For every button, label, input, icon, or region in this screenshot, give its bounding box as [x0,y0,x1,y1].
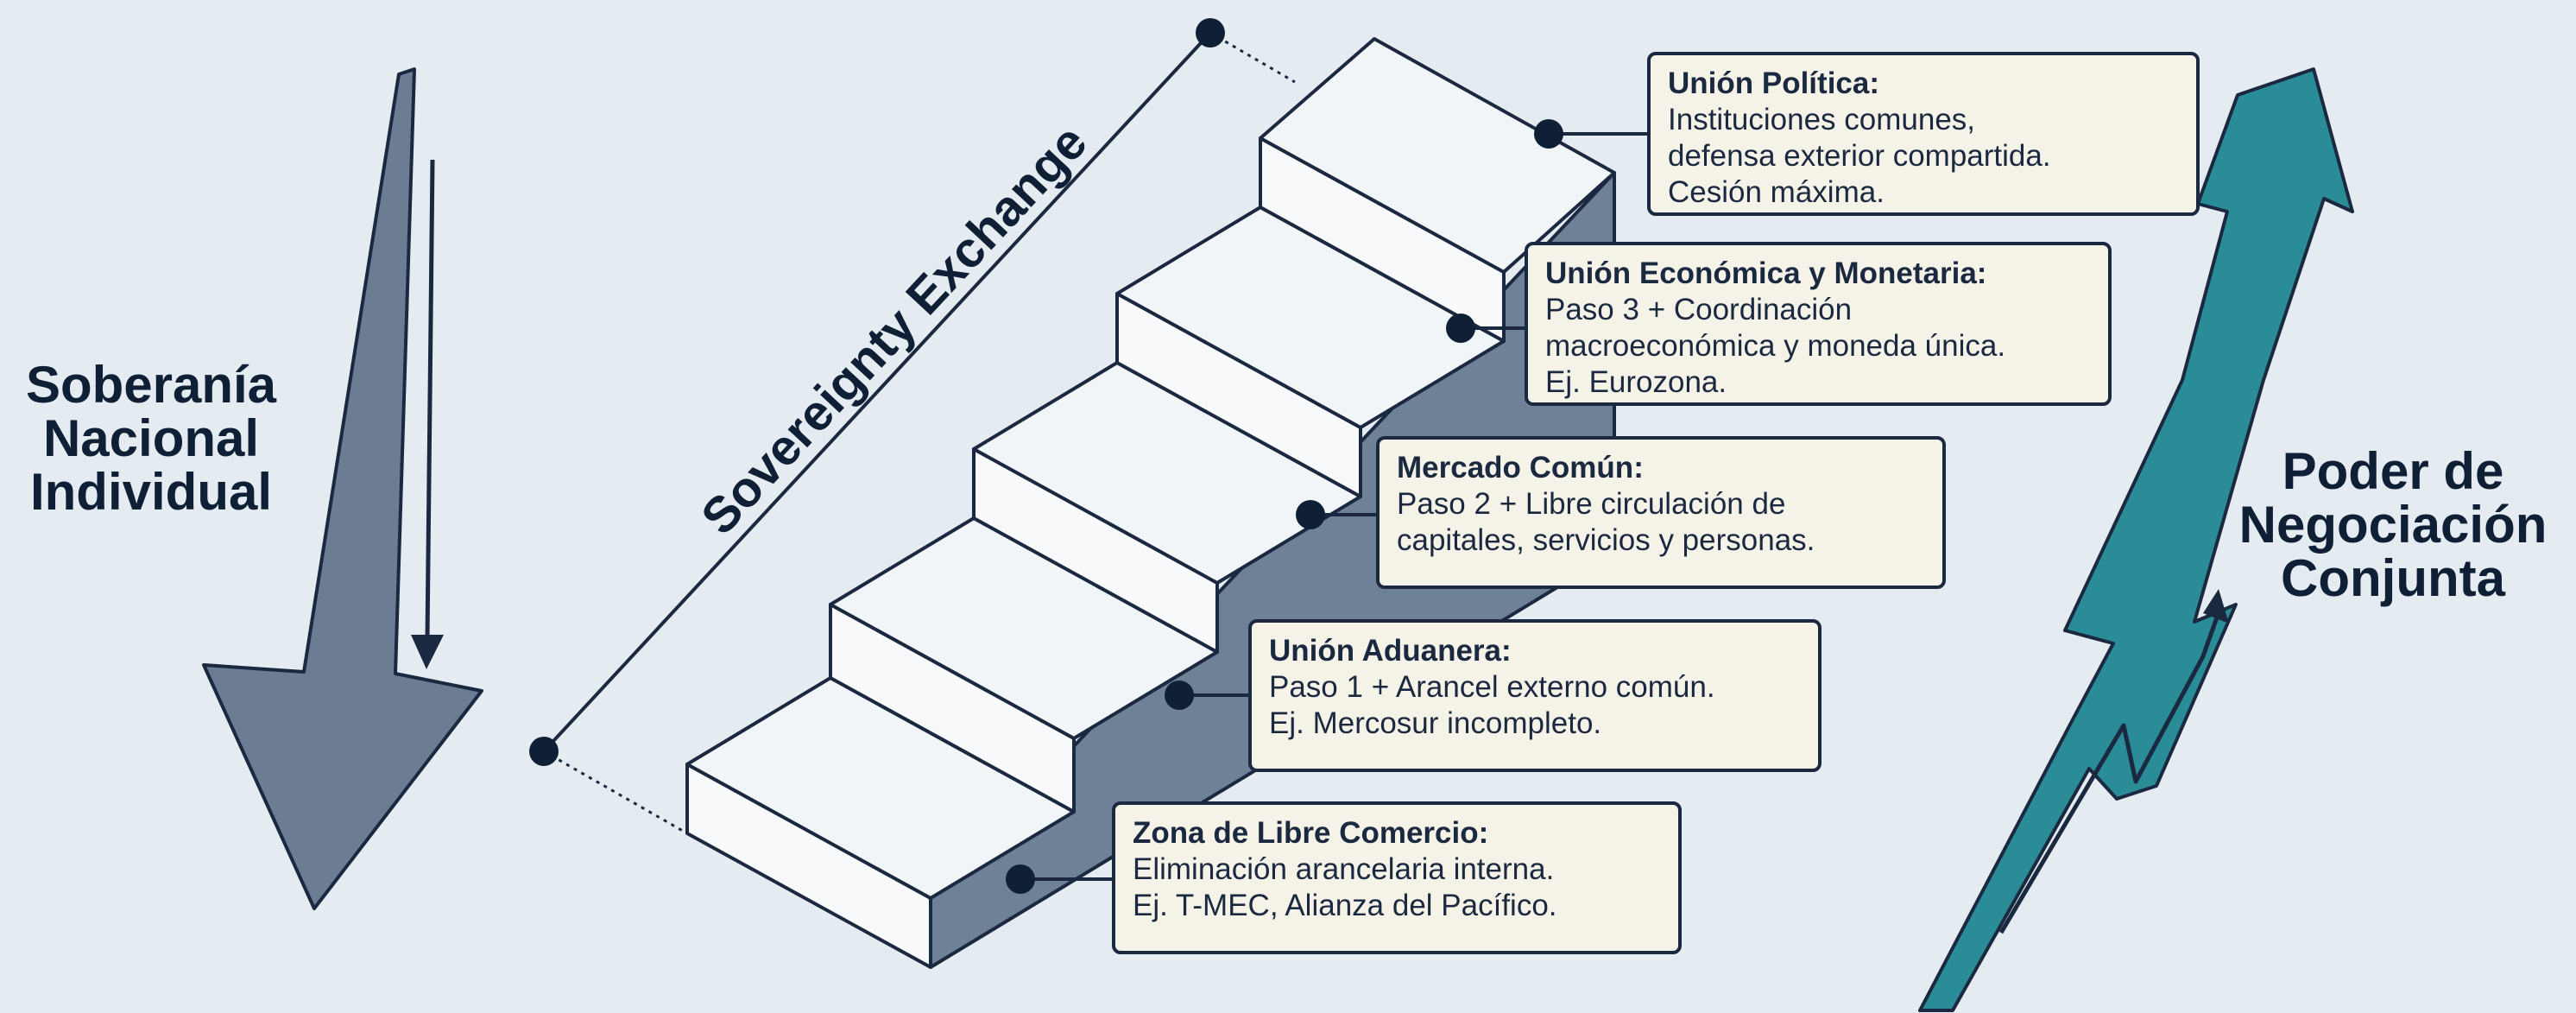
connector-1 [1006,864,1112,894]
stage-description-line: Eliminación arancelaria interna. [1133,852,1555,886]
stage-description-line: Cesión máxima. [1668,175,1885,209]
stage-description-line: Paso 3 + Coordinación [1545,293,1853,326]
connector-2 [1165,681,1248,710]
stage-description-line: defensa exterior compartida. [1668,139,2051,173]
joint-bargaining-power-label: Poder de Negociación Conjunta [2210,445,2576,605]
exchange-end-dot-bottom [529,737,559,766]
stage-description-line: Ej. Mercosur incompleto. [1269,706,1602,740]
stage-box-customs-union: Unión Aduanera: Paso 1 + Arancel externo… [1248,619,1822,772]
national-sovereignty-line-1: Soberanía [25,356,277,414]
right-up-arrow [1918,67,2354,1012]
joint-bargaining-line-1: Poder de [2282,442,2504,500]
step-1 [685,676,1076,969]
stage-title: Mercado Común: [1397,451,1644,484]
stage-description-line: Paso 1 + Arancel externo común. [1269,670,1715,704]
connector-4 [1446,313,1525,343]
stage-description-line: Ej. Eurozona. [1545,365,1727,399]
right-arrow-zigzag [1998,617,2219,934]
left-down-arrow [202,67,483,910]
connector-5 [1534,119,1647,149]
stage-title: Unión Económica y Monetaria: [1545,256,1987,290]
national-sovereignty-line-2: Nacional [42,409,260,467]
step-5 [1259,37,1616,343]
joint-bargaining-line-2: Negociación [2238,496,2548,554]
right-arrow-small-head [2203,589,2229,624]
exchange-dotted-top [1209,31,1296,84]
stage-description-line: macroeconómica y moneda única. [1545,329,2006,363]
exchange-bracket-line [542,31,1212,753]
exchange-end-dot-top [1196,18,1225,47]
stage-description-line: Paso 2 + Libre circulación de [1397,487,1786,521]
left-arrow-thin-shaft [425,159,435,640]
left-arrow-thin-head [411,635,444,669]
stage-box-free-trade-zone: Zona de Libre Comercio: Eliminación aran… [1112,801,1682,954]
stage-box-common-market: Mercado Común: Paso 2 + Libre circulació… [1376,436,1946,589]
step-2 [829,516,1219,814]
national-sovereignty-label: Soberanía Nacional Individual [0,358,302,519]
national-sovereignty-line-3: Individual [29,463,273,521]
connector-3 [1296,500,1376,529]
stage-box-political-union: Unión Política: Instituciones comunes, d… [1647,52,2200,216]
step-4 [1115,206,1506,498]
stage-description-line: capitales, servicios y personas. [1397,523,1815,557]
exchange-dotted-bottom [543,750,688,835]
stage-title: Unión Aduanera: [1269,634,1512,668]
stage-box-economic-monetary-union: Unión Económica y Monetaria: Paso 3 + Co… [1525,242,2112,406]
stage-description-line: Ej. T-MEC, Alianza del Pacífico. [1133,889,1557,922]
joint-bargaining-line-3: Conjunta [2281,549,2505,607]
stage-title: Unión Política: [1668,66,1879,100]
stage-title: Zona de Libre Comercio: [1133,816,1489,850]
stage-description-line: Instituciones comunes, [1668,103,1976,136]
